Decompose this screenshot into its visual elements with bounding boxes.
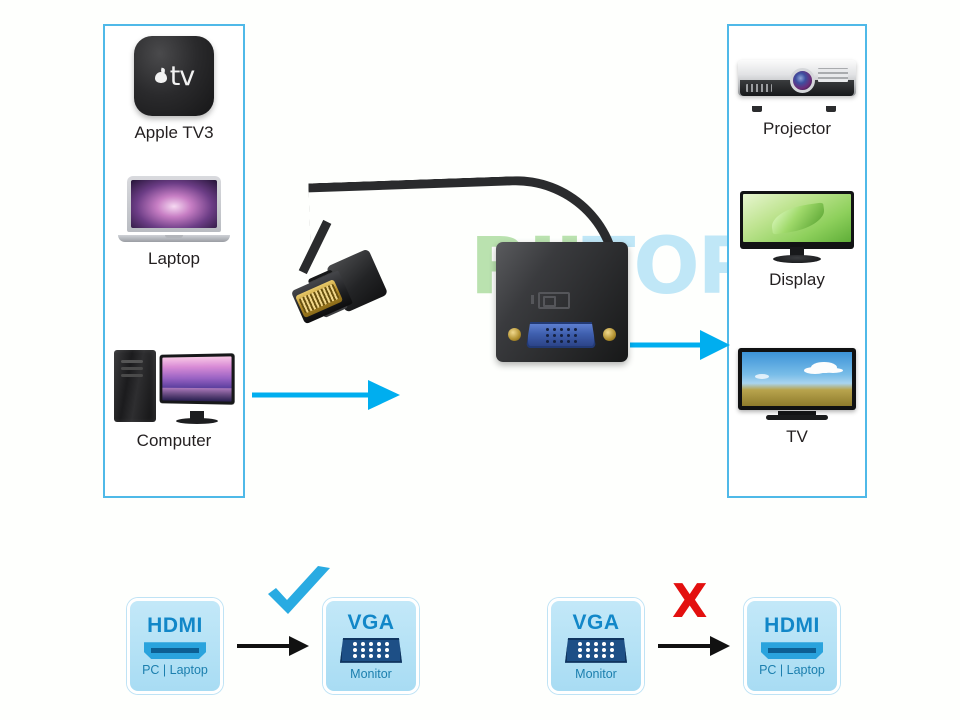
check-mark-icon [264, 566, 334, 622]
cross-mark-icon: X [672, 574, 708, 628]
tile-subtitle-pc-laptop-2: PC | Laptop [759, 663, 825, 678]
tile-subtitle-monitor-2: Monitor [575, 666, 617, 681]
monitor-display-icon [740, 191, 854, 263]
arrow-vga-to-hdmi [658, 636, 730, 656]
arrow-source-to-adapter [252, 380, 400, 410]
hdmi-to-vga-adapter-product [288, 172, 668, 368]
target-devices-panel: Projector Display TV [727, 24, 867, 498]
monitor-glyph-icon [531, 292, 570, 309]
hdmi-port-symbol-icon-2 [761, 642, 823, 660]
tile-title-vga-2: VGA [572, 610, 620, 634]
projector-icon [738, 54, 856, 112]
laptop-icon [118, 176, 230, 242]
tile-subtitle-monitor: Monitor [350, 666, 392, 681]
apple-tv-box-icon: tv [134, 36, 214, 116]
tile-title-hdmi-2: HDMI [764, 614, 820, 638]
device-laptop: Laptop [105, 176, 243, 269]
tile-vga-target: VGA Monitor [323, 598, 419, 694]
tile-hdmi-target: HDMI PC | Laptop [744, 598, 840, 694]
device-label-apple-tv: Apple TV3 [134, 123, 214, 142]
desktop-computer-icon [114, 348, 235, 424]
tile-vga-source: VGA Monitor [548, 598, 644, 694]
device-computer: Computer [105, 348, 243, 451]
apple-logo-icon [154, 68, 168, 84]
unsupported-direction-row: VGA Monitor HDMI PC | Laptop [548, 598, 840, 694]
device-projector: Projector [729, 54, 865, 139]
device-display: Display [729, 191, 865, 290]
tile-hdmi-source: HDMI PC | Laptop [127, 598, 223, 694]
device-apple-tv: tv Apple TV3 [105, 36, 243, 143]
device-label-computer: Computer [136, 431, 212, 450]
vga-port-symbol-icon [340, 637, 402, 663]
device-tv: TV [729, 348, 865, 447]
tile-subtitle-pc-laptop: PC | Laptop [142, 663, 208, 678]
tile-title-hdmi: HDMI [147, 614, 203, 638]
thumbscrew-right-icon [603, 328, 616, 341]
device-label-projector: Projector [762, 119, 832, 138]
supported-direction-row: HDMI PC | Laptop VGA Monitor [127, 598, 419, 694]
vga-adapter-housing [496, 242, 628, 362]
arrow-adapter-to-target [630, 330, 730, 360]
television-icon [738, 348, 856, 420]
arrow-hdmi-to-vga [237, 636, 309, 656]
device-label-laptop: Laptop [148, 249, 200, 268]
vga-female-port [526, 322, 596, 348]
apple-tv-logo-text: tv [169, 60, 196, 92]
thumbscrew-left-icon [508, 328, 521, 341]
tile-title-vga: VGA [347, 610, 395, 634]
source-devices-panel: tv Apple TV3 Laptop [103, 24, 245, 498]
device-label-display: Display [769, 270, 825, 289]
vga-port-symbol-icon-2 [565, 637, 627, 663]
hdmi-port-symbol-icon [144, 642, 206, 660]
device-label-tv: TV [786, 427, 808, 446]
